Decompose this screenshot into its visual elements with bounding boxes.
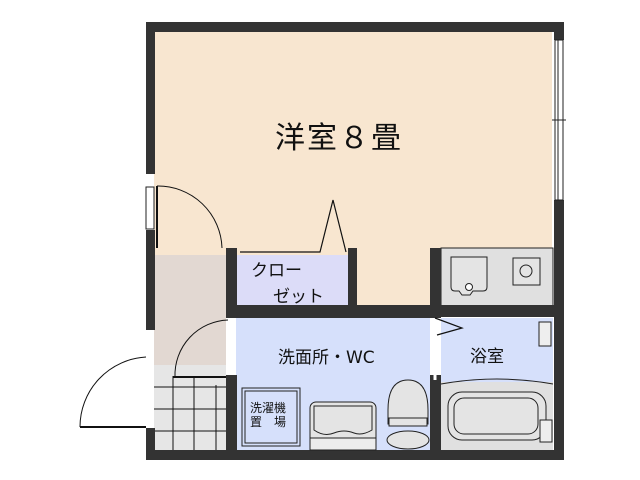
- entrance-fill: [154, 255, 226, 375]
- entrance-tile: [154, 365, 228, 450]
- closet-label-line2: ゼット: [273, 287, 324, 307]
- walls: [146, 22, 564, 460]
- window-left: [145, 186, 155, 230]
- closet-door: [240, 199, 347, 253]
- bathtub: [440, 321, 554, 450]
- washroom-label: 洗面所・WC: [278, 348, 375, 368]
- kitchen-stove: [512, 257, 541, 286]
- washer-space-label-line1: 洗濯機: [250, 401, 287, 415]
- washer-space-label-line2: 置 場: [250, 415, 287, 429]
- room-door: [156, 185, 223, 249]
- bathroom-door: [434, 317, 464, 336]
- window-right: [552, 39, 566, 201]
- washbasin: [309, 401, 377, 451]
- washroom-door: [174, 319, 229, 378]
- bathroom-label: 浴室: [470, 347, 504, 367]
- toilet: [386, 379, 430, 450]
- closet-fill: [236, 255, 348, 307]
- western-room-label: 洋室８畳: [275, 121, 403, 156]
- washer-space: [241, 387, 301, 447]
- front-door: [79, 356, 147, 428]
- kitchen-sink: [450, 256, 488, 296]
- closet-label-line1: クロー: [251, 261, 302, 281]
